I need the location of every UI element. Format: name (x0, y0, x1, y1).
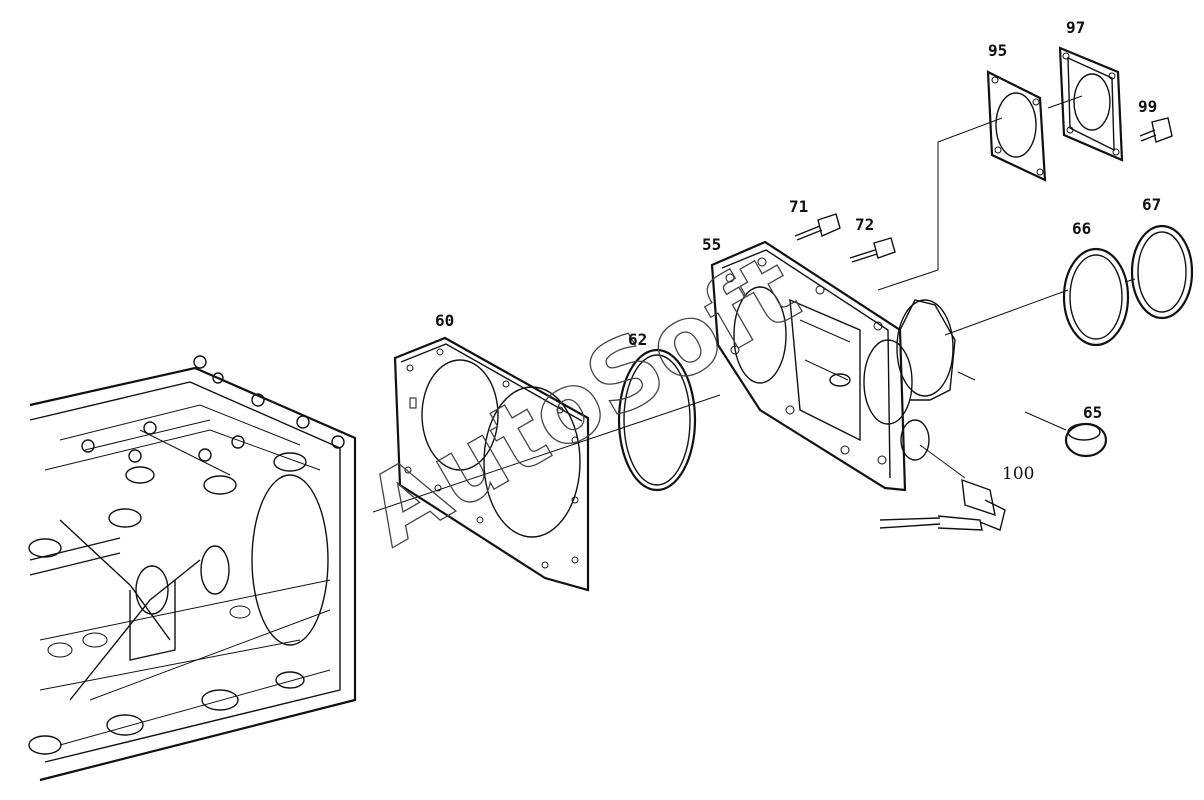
label-62: 62 (628, 330, 647, 349)
bolt-72 (849, 237, 896, 263)
sensor-100 (879, 478, 1006, 531)
clamp-65 (1064, 422, 1108, 458)
gasket-95 (986, 70, 1047, 182)
label-65: 65 (1083, 403, 1102, 422)
bolt-71 (794, 213, 841, 241)
label-100: 100 (1002, 464, 1034, 484)
label-72: 72 (855, 215, 874, 234)
label-97: 97 (1066, 18, 1085, 37)
label-99: 99 (1138, 97, 1157, 116)
screw-99 (1139, 117, 1173, 143)
label-66: 66 (1072, 219, 1091, 238)
label-60: 60 (435, 311, 454, 330)
o-ring-62 (617, 348, 697, 492)
ring-66 (1062, 247, 1130, 347)
label-55: 55 (702, 235, 721, 254)
cover-plate-97 (1058, 46, 1124, 162)
label-67: 67 (1142, 195, 1161, 214)
label-71: 71 (789, 197, 808, 216)
leader-lines (372, 95, 1136, 513)
gearbox-housing (28, 355, 357, 782)
gasket-60 (393, 336, 590, 592)
label-95: 95 (988, 41, 1007, 60)
watermark: AutoSoft (348, 232, 817, 568)
ring-67 (1130, 224, 1194, 320)
housing-55 (710, 240, 956, 492)
